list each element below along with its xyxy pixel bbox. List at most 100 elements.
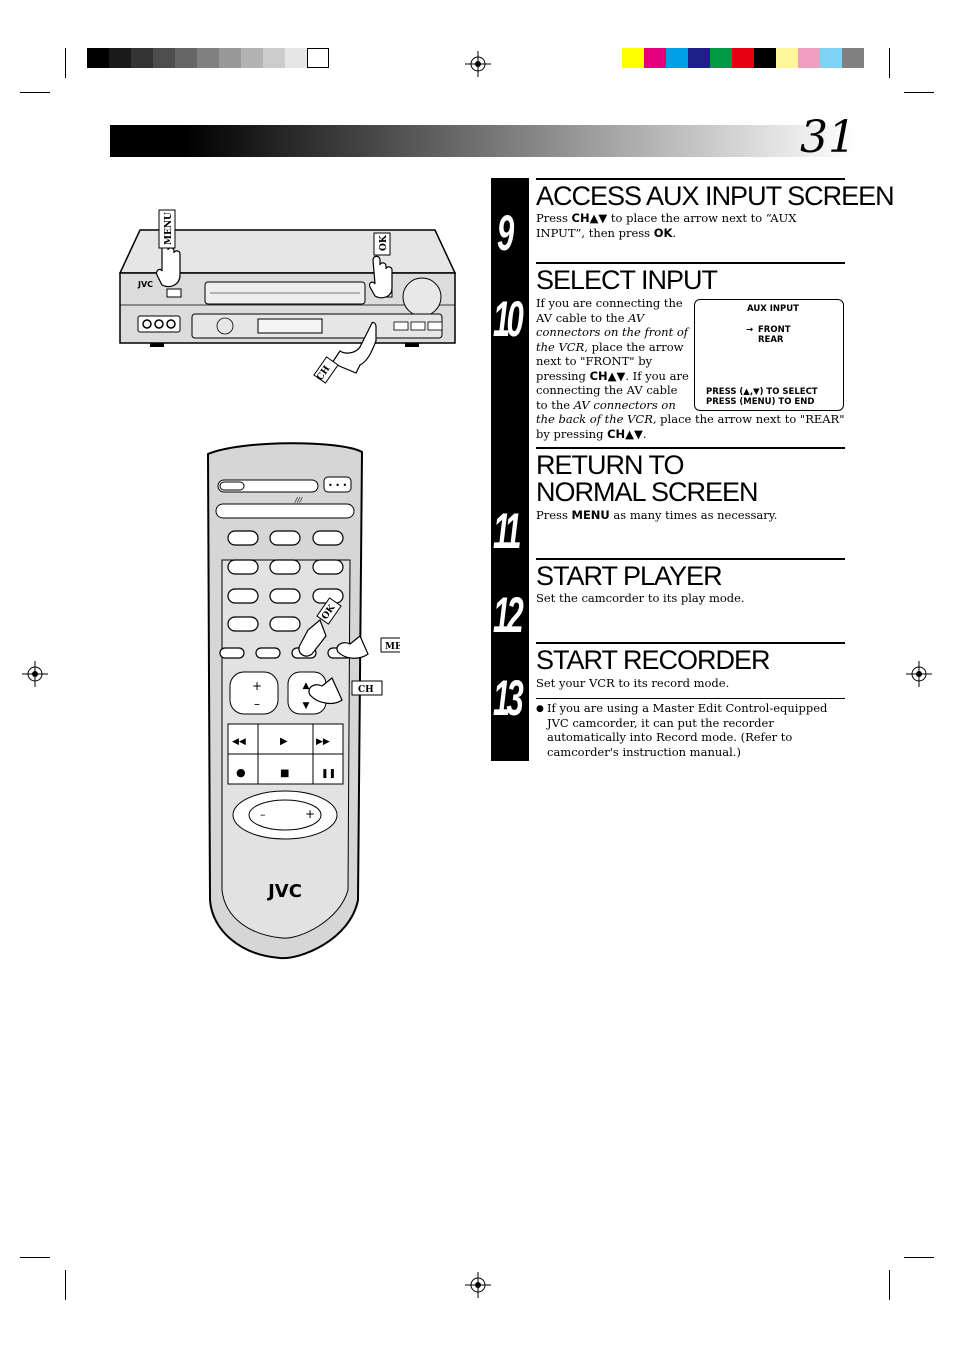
- svg-text:OK: OK: [379, 234, 389, 251]
- trim-mark: [904, 92, 934, 93]
- svg-text:• • •: • • •: [328, 481, 347, 490]
- color-swatch: [644, 48, 666, 68]
- svg-text:●: ●: [236, 766, 246, 779]
- step-title: RETURN TO NORMAL SCREEN: [536, 450, 759, 507]
- step-text-part: CH▲▼: [589, 368, 626, 383]
- registration-mark-icon: [906, 661, 932, 687]
- color-swatch: [688, 48, 710, 68]
- svg-text:///: ///: [294, 496, 303, 504]
- color-swatch: [710, 48, 732, 68]
- step-text-part: Press: [536, 211, 572, 225]
- svg-text:▲: ▲: [303, 681, 310, 691]
- step-number-12: 12: [493, 587, 524, 643]
- color-swatch: [285, 48, 307, 68]
- remote-brand-logo: JVC: [266, 881, 302, 902]
- color-swatch: [175, 48, 197, 68]
- vcr-brand-logo: JVC: [137, 280, 153, 289]
- step-text-part: Set your VCR to its record mode.: [536, 676, 730, 690]
- color-swatch: [622, 48, 644, 68]
- step-text-part: MENU: [571, 508, 610, 522]
- step-text-part: place the arrow next to "REAR" by pressi…: [536, 412, 845, 441]
- trim-mark: [65, 1270, 66, 1300]
- step-text-part: Press: [536, 508, 572, 522]
- step-number-10: 10: [493, 291, 524, 347]
- note-rule: [536, 698, 845, 699]
- step-text-part: AV connectors on the front of the VCR,: [536, 310, 689, 354]
- step-text-part: CH▲▼: [571, 211, 608, 225]
- color-swatch: [798, 48, 820, 68]
- step-number-9: 9: [497, 205, 514, 261]
- step-text-part: place the arrow next to "FRONT" by press…: [536, 339, 684, 383]
- color-swatch: [820, 48, 842, 68]
- svg-text:+: +: [305, 807, 315, 821]
- note-text: If you are using a Master Edit Control-e…: [547, 701, 828, 759]
- color-swatch: [732, 48, 754, 68]
- step-number-11: 11: [493, 503, 521, 559]
- color-swatch: [131, 48, 153, 68]
- svg-text:CH: CH: [358, 685, 374, 695]
- color-swatch: [263, 48, 285, 68]
- section-rule: [536, 178, 845, 180]
- svg-text:❚❚: ❚❚: [321, 769, 336, 779]
- color-swatch: [87, 48, 109, 68]
- svg-text:■: ■: [280, 768, 289, 779]
- step-title: START RECORDER: [536, 645, 771, 675]
- step-title: ACCESS AUX INPUT SCREEN: [536, 181, 895, 211]
- step-text-part: . If you are connecting the AV cable to …: [536, 368, 689, 412]
- registration-mark-icon: [465, 51, 491, 77]
- step-number-13: 13: [493, 670, 524, 726]
- color-swatch: [754, 48, 776, 68]
- trim-mark: [20, 92, 50, 93]
- color-swatch: [842, 48, 864, 68]
- color-swatch: [776, 48, 798, 68]
- registration-mark-icon: [22, 661, 48, 687]
- step-text: Set your VCR to its record mode.: [536, 676, 845, 691]
- color-swatch: [666, 48, 688, 68]
- step-text-part: OK: [653, 225, 673, 240]
- vcr-illustration: JVC MENU OK CH: [118, 209, 457, 384]
- osd-option-rear: REAR: [758, 335, 784, 345]
- svg-text:–: –: [260, 808, 266, 821]
- svg-text:◀◀: ◀◀: [232, 737, 246, 747]
- svg-text:MENU: MENU: [164, 212, 174, 245]
- remote-illustration: • • • /// +– ▲▼ ◀◀▶▶▶ ●■❚❚ –+ JVC OK MEN…: [206, 442, 400, 960]
- osd-title: AUX INPUT: [747, 304, 799, 314]
- svg-text:+: +: [252, 679, 262, 693]
- step-text-part: .: [672, 225, 677, 240]
- section-rule: [536, 262, 845, 264]
- step-text-part: .: [642, 426, 647, 441]
- trim-mark: [904, 1257, 934, 1258]
- registration-mark-icon: [465, 1272, 491, 1298]
- color-swatch: [307, 48, 329, 68]
- color-swatch: [153, 48, 175, 68]
- osd-footer-end: PRESS (MENU) TO END: [706, 397, 815, 407]
- color-swatch: [197, 48, 219, 68]
- step-text: If you are connecting the AV cable to th…: [536, 296, 845, 441]
- svg-text:–: –: [254, 697, 260, 711]
- step-text-part: to place the arrow next to “AUX INPUT”, …: [536, 211, 797, 240]
- trim-mark: [65, 48, 66, 78]
- section-rule: [536, 558, 845, 560]
- osd-option-front: FRONT: [758, 325, 791, 335]
- color-swatch: [219, 48, 241, 68]
- osd-footer-select: PRESS (▲,▼) TO SELECT: [706, 387, 818, 397]
- section-rule: [536, 447, 845, 449]
- trim-mark: [889, 1270, 890, 1300]
- step-title: START PLAYER: [536, 561, 723, 591]
- step-text: Press MENU as many times as necessary.: [536, 508, 845, 523]
- step-text-part: Set the camcorder to its play mode.: [536, 591, 745, 605]
- section-rule: [536, 642, 845, 644]
- step-text-part: If you are connecting the AV cable to th…: [536, 296, 683, 325]
- step-text-part: CH▲▼: [607, 426, 643, 441]
- step-text-part: as many times as necessary.: [609, 508, 778, 522]
- on-screen-display: AUX INPUT → FRONT REAR PRESS (▲,▼) TO SE…: [694, 299, 844, 411]
- svg-text:MENU: MENU: [385, 642, 400, 652]
- step-title: SELECT INPUT: [536, 265, 718, 295]
- page-header-band: [110, 125, 855, 157]
- svg-text:▶▶: ▶▶: [316, 737, 330, 747]
- step-text-part: AV connectors on the back of the VCR,: [536, 397, 676, 427]
- step-text: Press CH▲▼ to place the arrow next to “A…: [536, 211, 845, 240]
- svg-text:▼: ▼: [303, 701, 310, 711]
- trim-mark: [20, 1257, 50, 1258]
- osd-arrow: →: [746, 325, 754, 335]
